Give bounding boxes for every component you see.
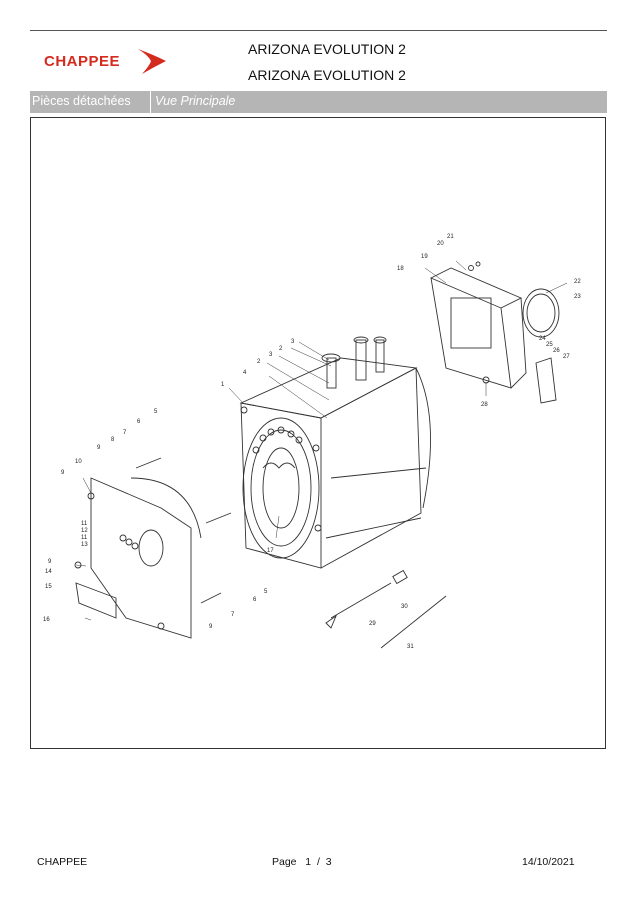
band-separator bbox=[150, 91, 151, 113]
part-label: 31 bbox=[407, 644, 414, 650]
logo-text: CHAPPEE bbox=[44, 53, 121, 70]
part-number-labels: 1 2 2 3 3 4 5 5 6 6 7 7 8 9 9 9 9 10 11 … bbox=[43, 234, 581, 650]
part-label: 22 bbox=[574, 279, 581, 285]
part-label: 27 bbox=[563, 354, 570, 360]
part-label: 20 bbox=[437, 241, 444, 247]
smoke-box bbox=[430, 261, 560, 404]
part-label: 9 bbox=[209, 624, 213, 630]
part-label: 4 bbox=[243, 370, 247, 376]
part-label: 28 bbox=[481, 402, 488, 408]
footer-date: 14/10/2021 bbox=[522, 856, 575, 868]
part-label: 15 bbox=[45, 584, 52, 590]
band-label-main-view: Vue Principale bbox=[155, 94, 236, 108]
part-label: 24 bbox=[539, 336, 546, 342]
part-label: 25 bbox=[546, 342, 553, 348]
part-label: 29 bbox=[369, 621, 376, 627]
part-label: 13 bbox=[81, 542, 88, 548]
part-label: 11 bbox=[81, 521, 88, 527]
footer-page-number: Page 1 / 3 bbox=[272, 856, 332, 868]
part-label: 2 bbox=[257, 359, 261, 365]
part-label: 26 bbox=[553, 348, 560, 354]
part-label: 17 bbox=[267, 548, 274, 554]
part-label: 3 bbox=[269, 352, 273, 358]
footer-brand: CHAPPEE bbox=[37, 856, 88, 868]
section-band: Pièces détachées Vue Principale bbox=[30, 91, 607, 113]
top-rule bbox=[30, 30, 607, 31]
cleaning-tools bbox=[325, 569, 447, 649]
leader-lines bbox=[75, 260, 568, 621]
part-label: 3 bbox=[291, 339, 295, 345]
part-label: 11 bbox=[81, 535, 88, 541]
part-label: 8 bbox=[111, 437, 115, 443]
document-subtitle: ARIZONA EVOLUTION 2 bbox=[248, 67, 406, 83]
exploded-view-frame: 1 2 2 3 3 4 5 5 6 6 7 7 8 9 9 9 9 10 11 … bbox=[30, 117, 606, 749]
part-label: 16 bbox=[43, 617, 50, 623]
part-label: 1 bbox=[221, 382, 225, 388]
document-title: ARIZONA EVOLUTION 2 bbox=[248, 41, 406, 57]
part-label: 12 bbox=[81, 528, 88, 534]
part-label: 10 bbox=[75, 459, 82, 465]
part-label: 19 bbox=[421, 254, 428, 260]
part-label: 2 bbox=[279, 346, 283, 352]
part-label: 6 bbox=[137, 419, 141, 425]
part-label: 21 bbox=[447, 234, 454, 240]
part-label: 30 bbox=[401, 604, 408, 610]
logo-swoosh-icon bbox=[138, 49, 166, 74]
part-label: 9 bbox=[97, 445, 101, 451]
band-label-spare-parts: Pièces détachées bbox=[32, 94, 131, 108]
part-label: 6 bbox=[253, 597, 257, 603]
part-label: 5 bbox=[154, 409, 158, 415]
part-label: 9 bbox=[48, 559, 52, 565]
part-label: 18 bbox=[397, 266, 404, 272]
front-door-plate bbox=[74, 457, 232, 639]
chappee-logo: CHAPPEE bbox=[44, 47, 169, 75]
part-label: 14 bbox=[45, 569, 52, 575]
part-label: 9 bbox=[61, 470, 65, 476]
boiler-body bbox=[239, 336, 431, 569]
part-label: 7 bbox=[231, 612, 235, 618]
exploded-view-drawing: 1 2 2 3 3 4 5 5 6 6 7 7 8 9 9 9 9 10 11 … bbox=[43, 234, 581, 650]
part-label: 23 bbox=[574, 294, 581, 300]
part-label: 7 bbox=[123, 430, 127, 436]
part-label: 5 bbox=[264, 589, 268, 595]
